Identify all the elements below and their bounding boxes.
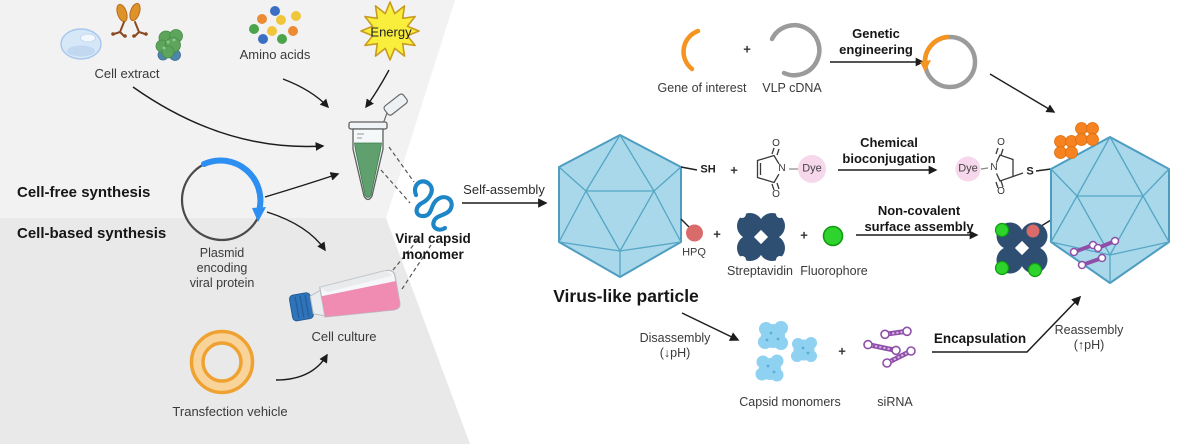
arrow-transfection-to-flask	[275, 353, 328, 381]
viral-capsid-monomer-icon	[412, 179, 454, 232]
vlp-cdna-label: VLP cDNA	[762, 81, 822, 95]
hpq-icon	[686, 224, 703, 242]
encapsulated-sirna-icon	[1069, 236, 1120, 270]
o-atom-2: O	[772, 189, 780, 200]
non-covalent-label: Non-covalent surface assembly	[864, 203, 974, 234]
sirna-icon	[863, 326, 916, 368]
arrow-cell-extract-to-tube	[132, 86, 325, 151]
s-atom: S	[1026, 165, 1034, 178]
fluorophore-label: Fluorophore	[800, 264, 868, 278]
virus-like-particle-icon	[558, 134, 682, 278]
dashed-connectors	[380, 146, 432, 290]
streptavidin-complex-icon	[994, 219, 1052, 278]
streptavidin-label: Streptavidin	[726, 264, 794, 278]
reaction-tube-icon	[348, 93, 408, 201]
n-atom-2: N	[990, 162, 998, 173]
functionalized-vlp-icon	[1050, 122, 1170, 284]
arrow-amino-acids-to-tube	[282, 78, 330, 109]
arrow-disassembly	[681, 312, 740, 341]
cell-culture-flask-icon	[288, 269, 401, 322]
plus-sign-1: +	[743, 41, 751, 57]
dye-circle-2	[955, 156, 981, 182]
amino-acids-icon	[249, 6, 301, 44]
arrow-energy-to-tube	[365, 69, 390, 109]
capsid-monomers-label: Capsid monomers	[739, 395, 841, 409]
cell-based-heading: Cell-based synthesis	[17, 225, 167, 242]
sh-label: SH	[700, 163, 716, 176]
o-atom-4: O	[997, 186, 1005, 197]
dye-dash-2	[980, 167, 989, 170]
s-linker-to-vlp	[1035, 168, 1052, 172]
hpq-linker-line	[680, 218, 690, 228]
transfection-vehicle-icon	[189, 329, 255, 395]
viral-capsid-monomer-label: Viral capsid monomer	[395, 231, 471, 263]
amino-acids-label: Amino acids	[239, 47, 311, 62]
plasmid-icon	[180, 157, 266, 242]
plus-sign-2: +	[730, 162, 738, 178]
self-assembly-label: Self-assembly	[463, 182, 545, 197]
cell-free-panel	[0, 0, 455, 218]
energy-label: Energy	[370, 24, 412, 40]
cell-free-heading: Cell-free synthesis	[17, 184, 151, 201]
plus-sign-3: +	[713, 226, 721, 242]
chemical-bioconjugation-label: Chemical bioconjugation	[842, 135, 936, 166]
sh-linker-line	[680, 166, 698, 171]
n-atom-1: N	[778, 163, 786, 174]
arrow-plasmid-to-tube	[264, 172, 340, 198]
genetic-engineering-label: Genetic engineering	[839, 26, 913, 57]
displayed-protein-icon	[1054, 122, 1099, 159]
vlp-cdna-icon	[769, 22, 822, 78]
encapsulation-label: Encapsulation	[933, 331, 1027, 346]
o-atom-1: O	[772, 138, 780, 149]
disassembly-label: Disassembly (↓pH)	[639, 331, 711, 360]
plus-sign-4: +	[800, 227, 808, 243]
fluorophore-icon	[822, 225, 844, 247]
cell-based-panel	[0, 218, 470, 444]
n-atom-backing-2	[988, 162, 1000, 174]
virus-like-particle-label: Virus-like particle	[553, 286, 699, 306]
arrow-encapsulation-reassembly	[932, 295, 1082, 353]
cell-extract-icon	[60, 2, 183, 61]
gene-of-interest-label: Gene of interest	[657, 81, 747, 95]
transfection-label: Transfection vehicle	[172, 404, 288, 419]
energy-icon	[360, 1, 420, 61]
engineered-plasmid-icon	[920, 34, 978, 90]
dye-label-1: Dye	[802, 162, 822, 175]
hpq-label: HPQ	[682, 246, 706, 259]
o-atom-3: O	[997, 137, 1005, 148]
sirna-label: siRNA	[877, 395, 913, 409]
antibody-icon	[111, 2, 148, 38]
plus-sign-5: +	[838, 343, 846, 359]
maleimide-icon	[756, 147, 783, 191]
dye-circle-1	[798, 155, 826, 183]
streptavidin-icon	[737, 210, 785, 264]
dye-label-2: Dye	[958, 162, 978, 175]
ribosome-icon	[155, 29, 183, 61]
arrow-plasmid-to-big-vlp	[989, 73, 1056, 113]
succinimide-icon	[993, 147, 1024, 189]
cell-culture-label: Cell culture	[311, 329, 377, 344]
capsid-monomers-icon	[755, 321, 817, 382]
cell-extract-label: Cell extract	[94, 66, 160, 81]
gene-of-interest-icon	[681, 28, 701, 72]
plasmid-caption: Plasmid encoding viral protein	[189, 246, 255, 290]
arrow-plasmid-to-flask	[266, 211, 326, 252]
reassembly-label: Reassembly (↑pH)	[1054, 323, 1124, 352]
n-atom-backing	[776, 163, 788, 175]
